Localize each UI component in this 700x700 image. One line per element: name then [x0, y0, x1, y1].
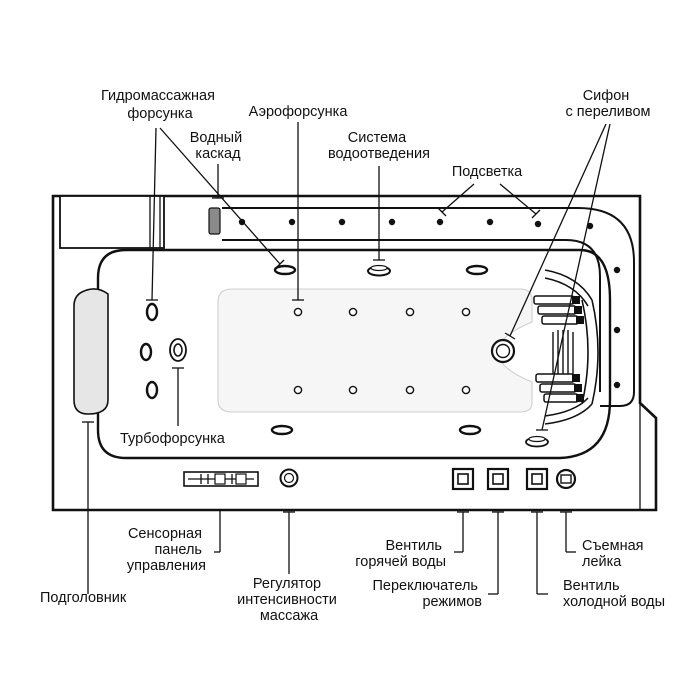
labels: Гидромассажная форсунка Аэрофорсунка Вод…: [40, 88, 665, 624]
label-waterfall: Водный каскад: [190, 130, 246, 162]
mode-switch[interactable]: [486, 467, 510, 491]
hydro-jet-3: [270, 424, 294, 436]
label-sensor-panel: Сенсорная панель управления: [127, 526, 206, 574]
led-light-7: [534, 220, 542, 228]
turbo-nozzle: [169, 338, 187, 362]
label-hot-valve: Вентиль горячей воды: [355, 538, 446, 570]
siphon-drain: [490, 338, 516, 364]
label-siphon: Сифон с переливом: [566, 88, 651, 120]
label-headrest: Подголовник: [40, 590, 127, 606]
air-nozzles: [293, 307, 471, 395]
hydro-jets: [139, 264, 489, 436]
leader-lines: [82, 122, 611, 595]
label-hydro-nozzle: Гидромассажная форсунка: [101, 88, 219, 122]
label-lighting: Подсветка: [452, 164, 523, 180]
waterfall-outlet: [208, 207, 221, 235]
overflow: [525, 435, 549, 448]
tub-body: [51, 194, 658, 512]
led-light-6: [486, 218, 494, 226]
label-mode-switch: Переключатель режимов: [372, 578, 482, 610]
air-nozzle-4: [461, 307, 471, 317]
hydro-jet-1: [273, 264, 297, 276]
drain-system: [367, 264, 391, 277]
air-nozzle-5: [293, 385, 303, 395]
led-light-2: [288, 218, 296, 226]
light-channel-inner: [222, 239, 601, 392]
led-light-10: [613, 326, 621, 334]
hydro-jet-2: [465, 264, 489, 276]
air-nozzle-1: [293, 307, 303, 317]
light-channel-top: [222, 207, 635, 407]
air-nozzle-7: [405, 385, 415, 395]
air-nozzle-6: [348, 385, 358, 395]
air-nozzle-2: [348, 307, 358, 317]
hydro-jet-5: [145, 302, 159, 322]
led-light-5: [436, 218, 444, 226]
label-cold-valve: Вентиль холодной воды: [563, 578, 665, 610]
label-hand-shower: Съемная лейка: [582, 538, 648, 570]
led-light-4: [388, 218, 396, 226]
hydro-jet-6: [139, 342, 153, 362]
label-turbo-nozzle: Турбофорсунка: [120, 431, 226, 447]
led-light-3: [338, 218, 346, 226]
sensor-control-panel[interactable]: [183, 471, 259, 487]
massage-intensity-knob[interactable]: [279, 468, 299, 488]
tub-floor: [217, 288, 533, 413]
headrest: [73, 288, 109, 415]
hydro-jet-4: [458, 424, 482, 436]
hot-water-valve[interactable]: [451, 467, 475, 491]
hand-shower[interactable]: [555, 468, 577, 490]
label-air-nozzle: Аэрофорсунка: [249, 104, 349, 120]
air-nozzle-3: [405, 307, 415, 317]
led-light-9: [613, 266, 621, 274]
led-light-11: [613, 381, 621, 389]
air-nozzle-8: [461, 385, 471, 395]
label-massage-regulator: Регулятор интенсивности массажа: [237, 576, 341, 624]
cold-water-valve[interactable]: [525, 467, 549, 491]
lighting-leds: [238, 218, 621, 389]
hydro-jet-7: [145, 380, 159, 400]
pipe-manifold: [533, 269, 599, 425]
led-light-8: [586, 222, 594, 230]
label-drain-system: Система водоотведения: [328, 130, 430, 162]
tub-back-ledge: [59, 195, 165, 249]
